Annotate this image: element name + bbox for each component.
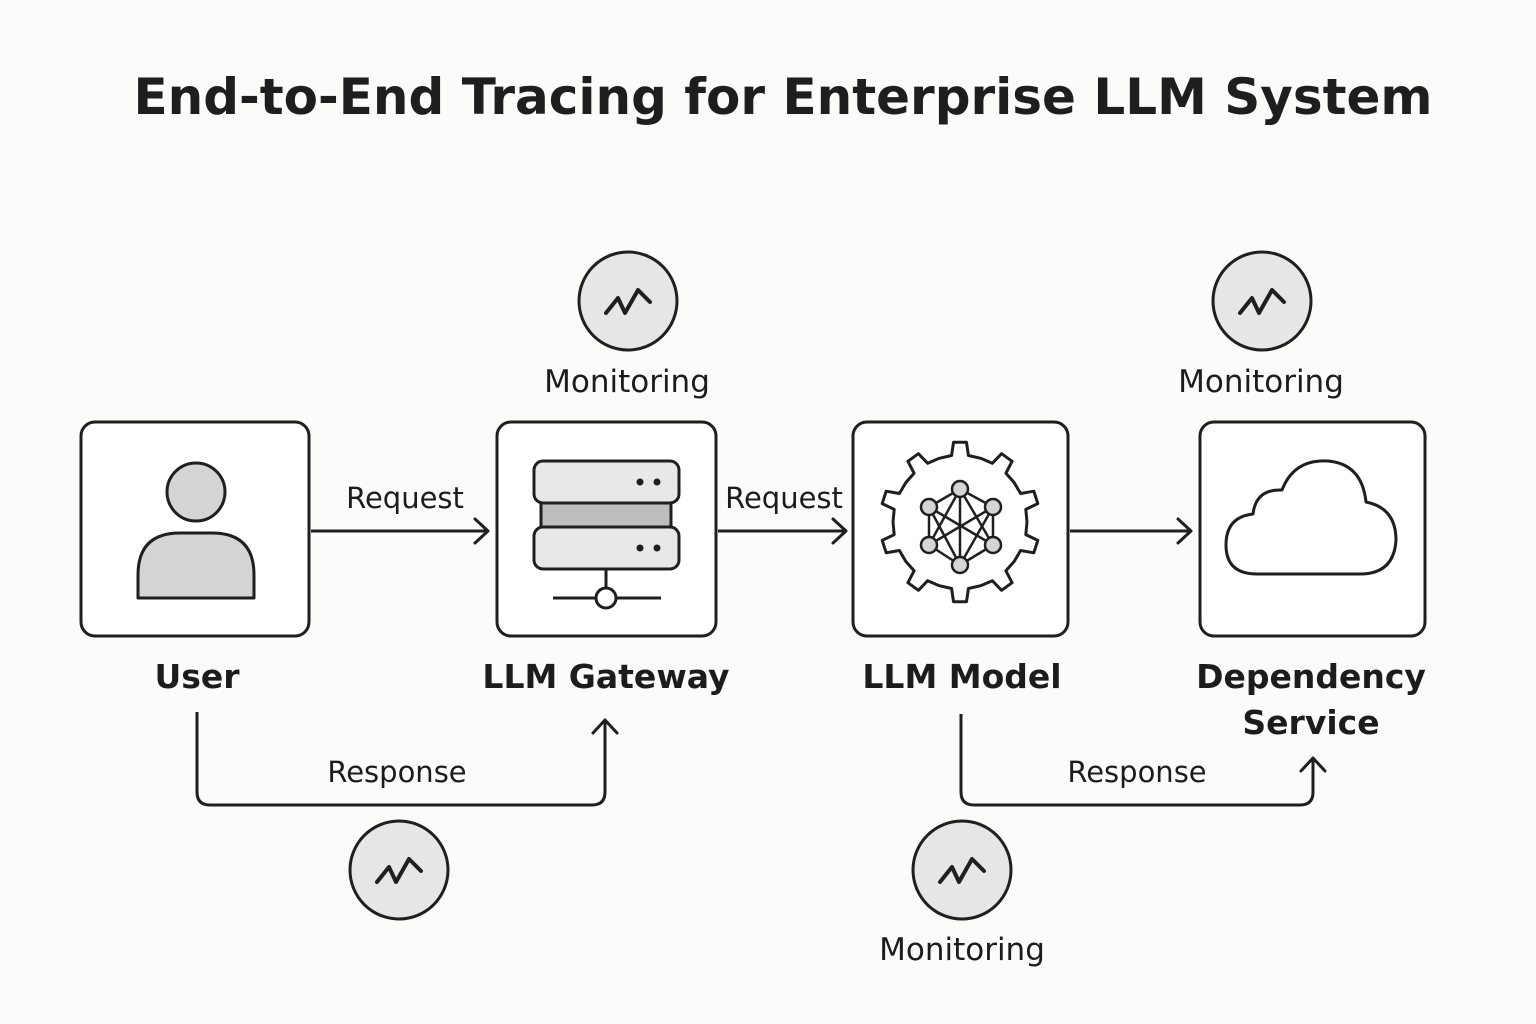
edge-label-request-2: Request — [725, 481, 843, 515]
dependency-node — [1198, 420, 1427, 638]
monitor-dependency — [1211, 250, 1313, 352]
request-arrow-gateway-model — [718, 517, 848, 545]
gateway-node — [495, 420, 718, 638]
server-icon — [532, 459, 681, 610]
model-node — [851, 420, 1070, 638]
monitor-label-model-response: Monitoring — [879, 932, 1045, 968]
monitor-label-gateway: Monitoring — [544, 364, 710, 400]
edge-label-response-2: Response — [1067, 755, 1207, 789]
pulse-icon — [938, 857, 986, 884]
monitor-user-response — [348, 819, 450, 921]
pulse-icon — [375, 857, 423, 884]
pulse-icon — [604, 288, 652, 315]
request-arrow-user-gateway — [311, 517, 490, 545]
neural-gear-icon — [880, 440, 1040, 604]
diagram-title: End-to-End Tracing for Enterprise LLM Sy… — [133, 68, 1433, 126]
node-label-gateway: LLM Gateway — [482, 657, 730, 696]
response-path-model-dependency — [959, 714, 1327, 807]
node-label-model: LLM Model — [862, 657, 1062, 696]
edge-label-response-1: Response — [327, 755, 467, 789]
monitor-gateway — [577, 250, 679, 352]
response-path-user-gateway — [195, 712, 619, 807]
user-node — [79, 420, 311, 638]
node-label-dependency: Dependency Service — [1196, 657, 1426, 742]
arrow-model-dependency — [1070, 517, 1193, 545]
edge-label-request-1: Request — [346, 481, 464, 515]
user-icon — [136, 461, 256, 600]
pulse-icon — [1238, 288, 1286, 315]
monitor-model-response — [911, 819, 1013, 921]
cloud-icon — [1224, 459, 1398, 576]
node-label-user: User — [154, 657, 240, 696]
monitor-label-dependency: Monitoring — [1178, 364, 1344, 400]
